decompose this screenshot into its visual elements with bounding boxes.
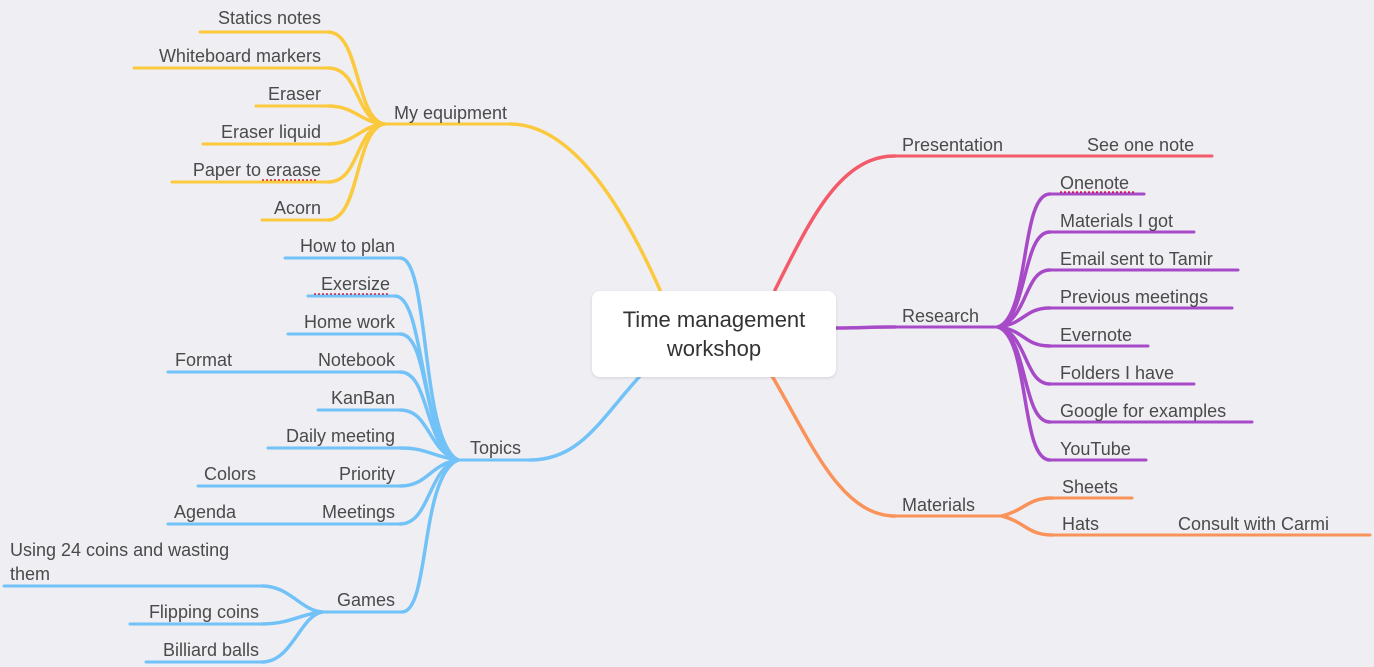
connector-exersize <box>393 294 460 462</box>
connector-meetings <box>398 458 460 526</box>
equipment-item-whiteboard-markers[interactable]: Whiteboard markers <box>159 46 321 66</box>
games-item-flipping-coins[interactable]: Flipping coins <box>149 602 259 622</box>
topics-item-how-to-plan[interactable]: How to plan <box>300 236 395 256</box>
branch-topics <box>2 256 642 664</box>
connector-central-to-presentation <box>773 154 897 292</box>
topics-item-priority[interactable]: Priority <box>339 464 395 484</box>
connector-acorn <box>326 122 386 222</box>
research-item-previous-meetings[interactable]: Previous meetings <box>1060 287 1208 307</box>
connector-daily-meeting <box>398 446 460 462</box>
branch-presentation <box>773 154 1214 292</box>
materials-item-sheets[interactable]: Sheets <box>1062 477 1118 497</box>
topics-item-agenda[interactable]: Agenda <box>174 502 237 522</box>
connector-games <box>400 458 460 614</box>
branch-materials <box>770 374 1372 537</box>
central-topic-line1: Time management <box>622 307 806 332</box>
connector-billiard-balls <box>260 610 324 664</box>
connector-statics-notes <box>326 30 386 126</box>
equipment-item-eraser-liquid[interactable]: Eraser liquid <box>221 122 321 142</box>
connector-central-to-my-equipment <box>508 122 662 292</box>
research-item-email-sent[interactable]: Email sent to Tamir <box>1060 249 1213 269</box>
connector-email-sent <box>996 268 1052 329</box>
research-label[interactable]: Research <box>902 306 979 326</box>
topics-item-home-work[interactable]: Home work <box>304 312 396 332</box>
materials-item-consult-with-carmi[interactable]: Consult with Carmi <box>1178 514 1329 534</box>
topics-item-format[interactable]: Format <box>175 350 232 370</box>
branch-research <box>834 192 1254 462</box>
games-item-using-24-coins-line1[interactable]: Using 24 coins and wasting <box>10 540 229 560</box>
materials-item-hats[interactable]: Hats <box>1062 514 1099 534</box>
topics-item-exersize[interactable]: Exersize <box>321 274 390 294</box>
research-item-evernote[interactable]: Evernote <box>1060 325 1132 345</box>
topics-item-kanban[interactable]: KanBan <box>331 388 395 408</box>
topics-item-games[interactable]: Games <box>337 590 395 610</box>
research-item-google[interactable]: Google for examples <box>1060 401 1226 421</box>
equipment-item-acorn[interactable]: Acorn <box>274 198 321 218</box>
equipment-item-eraser[interactable]: Eraser <box>268 84 321 104</box>
connector-home-work <box>398 332 460 462</box>
connector-materials-i-got <box>996 230 1052 329</box>
research-item-onenote[interactable]: Onenote <box>1060 173 1129 193</box>
equipment-item-paper-to-eraase[interactable]: Paper to eraase <box>193 160 321 180</box>
topics-label[interactable]: Topics <box>470 438 521 458</box>
connector-using-24-coins <box>260 584 324 614</box>
connector-central-to-research <box>834 325 897 330</box>
branch-my-equipment <box>132 30 662 292</box>
topics-item-colors[interactable]: Colors <box>204 464 256 484</box>
central-topic[interactable]: Time management workshop <box>592 291 836 377</box>
equipment-item-statics-notes[interactable]: Statics notes <box>218 8 321 28</box>
connector-previous-meetings <box>996 306 1052 329</box>
materials-label[interactable]: Materials <box>902 495 975 515</box>
games-item-billiard-balls[interactable]: Billiard balls <box>163 640 259 660</box>
research-item-folders[interactable]: Folders I have <box>1060 363 1174 383</box>
connector-eraser <box>326 104 386 126</box>
connector-kanban <box>398 408 460 462</box>
connector-central-to-topics <box>528 374 642 462</box>
presentation-label[interactable]: Presentation <box>902 135 1003 155</box>
my-equipment-label[interactable]: My equipment <box>394 103 507 123</box>
research-item-youtube[interactable]: YouTube <box>1060 439 1131 459</box>
research-item-materials-i-got[interactable]: Materials I got <box>1060 211 1173 231</box>
topics-item-meetings[interactable]: Meetings <box>322 502 395 522</box>
connector-central-to-materials <box>770 374 897 518</box>
connector-youtube <box>996 325 1052 462</box>
central-topic-line2: workshop <box>666 336 762 361</box>
connector-hats <box>1000 514 1054 537</box>
topics-item-notebook[interactable]: Notebook <box>318 350 396 370</box>
games-item-using-24-coins-line2[interactable]: them <box>10 564 50 584</box>
connector-google <box>996 325 1052 424</box>
presentation-item-see-one-note[interactable]: See one note <box>1087 135 1194 155</box>
connector-sheets <box>1000 496 1054 518</box>
topics-item-daily-meeting[interactable]: Daily meeting <box>286 426 395 446</box>
